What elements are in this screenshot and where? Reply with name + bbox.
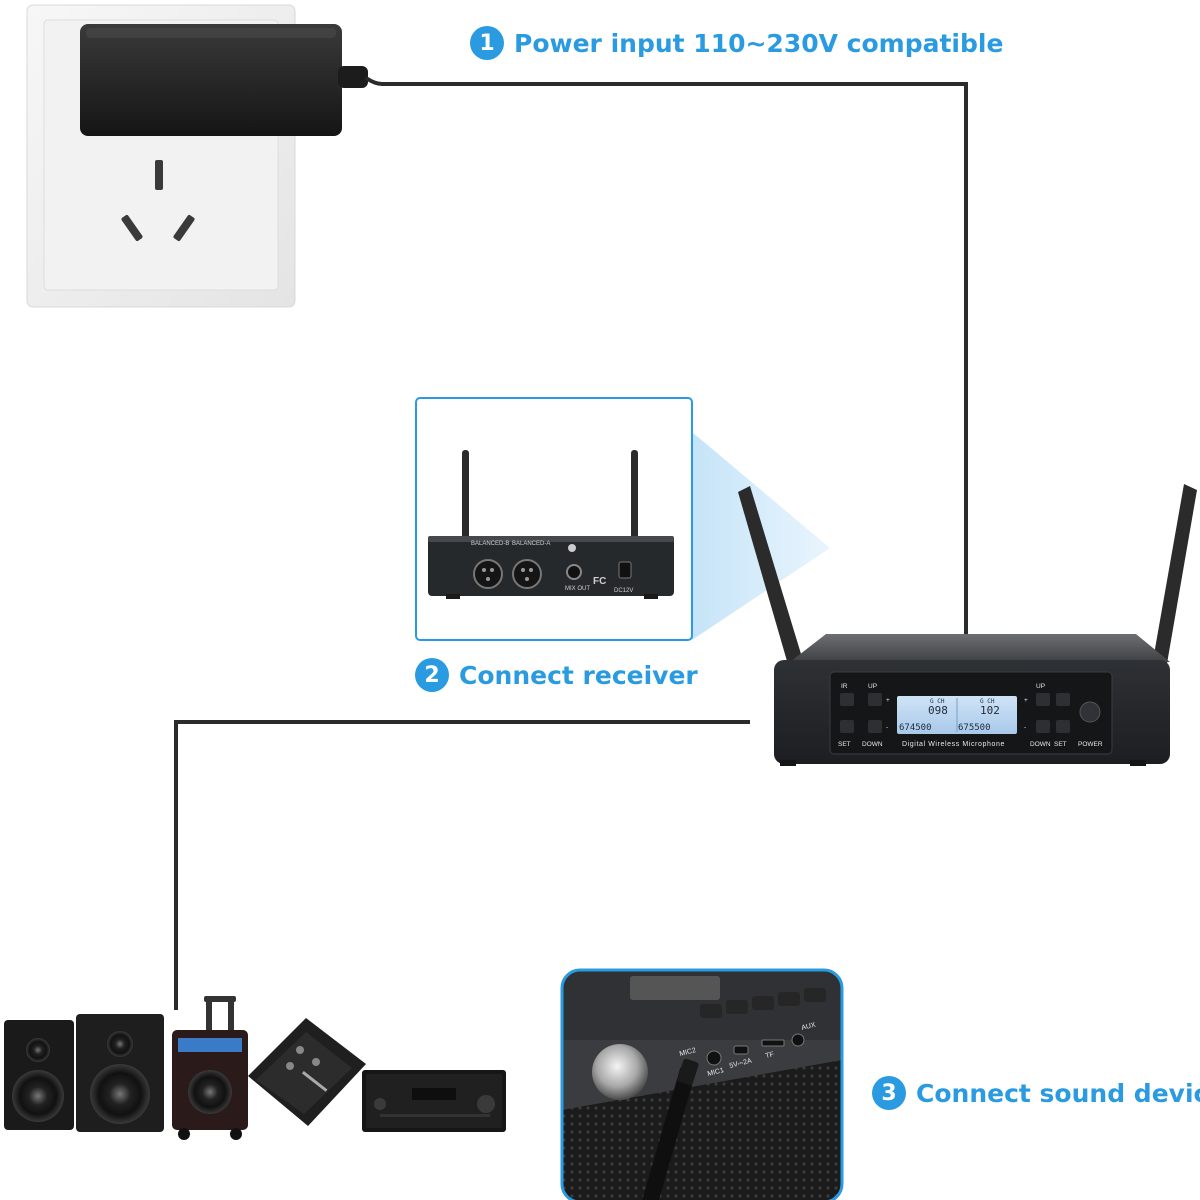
right-set-label: SET bbox=[1054, 741, 1067, 748]
power-adapter bbox=[80, 24, 368, 136]
speaker-left-icon bbox=[4, 1020, 74, 1130]
left-up-label: UP bbox=[868, 683, 877, 690]
mic2-label: MIC2 bbox=[679, 1047, 697, 1058]
balanced-b-label: BALANCED-B bbox=[471, 541, 509, 547]
fc-mark: FC bbox=[593, 576, 606, 587]
av-receiver-icon bbox=[362, 1070, 506, 1132]
audio-cable bbox=[174, 720, 750, 1010]
right-down-label: DOWN bbox=[1030, 741, 1051, 748]
socket-hole-left bbox=[121, 215, 143, 241]
lcd-left-frequency: 674500 bbox=[899, 723, 932, 733]
mic1-label: MIC1 bbox=[707, 1067, 725, 1078]
lcd-left-ch-tag: G CH bbox=[930, 698, 945, 705]
speaker-right-icon bbox=[76, 1014, 164, 1132]
left-set-label: SET bbox=[838, 741, 851, 748]
left-plus-label: + bbox=[886, 697, 890, 704]
wireless-receiver: G CH G CH 098 102 674500 675500 IR UP + … bbox=[738, 484, 1197, 766]
brand-line: Digital Wireless Microphone bbox=[902, 741, 1005, 748]
sound-device-inset: MIC2 MIC1 5V⎓2A TF AUX bbox=[560, 968, 844, 1200]
right-minus-label: - bbox=[1024, 724, 1026, 731]
lcd-right-channel: 102 bbox=[980, 704, 1000, 717]
dc-in-label: DC12V bbox=[614, 588, 633, 594]
step-3-label: 3 Connect sound device bbox=[872, 1076, 1200, 1110]
right-plus-label: + bbox=[1024, 697, 1028, 704]
step-2-label: 2 Connect receiver bbox=[415, 658, 698, 692]
socket-hole-top bbox=[155, 160, 163, 190]
mix-out-label: MIX OUT bbox=[565, 586, 590, 592]
plug-cable bbox=[642, 1067, 696, 1200]
step-3-text: Connect sound device bbox=[916, 1078, 1200, 1108]
step-2-text: Connect receiver bbox=[459, 660, 698, 690]
power-cable bbox=[364, 76, 968, 636]
balanced-a-label: BALANCED-A bbox=[512, 541, 550, 547]
lcd-right-ch-tag: G CH bbox=[980, 698, 995, 705]
ir-label: IR bbox=[841, 683, 848, 690]
lcd-right-frequency: 675500 bbox=[958, 723, 991, 733]
left-down-label: DOWN bbox=[862, 741, 883, 748]
volume-knob-icon bbox=[592, 1044, 648, 1100]
step-1-number: 1 bbox=[470, 26, 504, 60]
step-1-text: Power input 110~230V compatible bbox=[514, 28, 1004, 58]
step-1-label: 1 Power input 110~230V compatible bbox=[470, 26, 1003, 60]
trolley-speaker-icon bbox=[172, 996, 248, 1140]
sound-devices bbox=[4, 996, 506, 1140]
receiver-back-inset: BALANCED-B BALANCED-A MIX OUT FC DC12V bbox=[415, 397, 693, 641]
power-button bbox=[1079, 701, 1101, 723]
step-2-number: 2 bbox=[415, 658, 449, 692]
socket-hole-right bbox=[173, 215, 195, 241]
tf-label: TF bbox=[765, 1051, 775, 1060]
left-minus-label: - bbox=[886, 724, 888, 731]
power-label: POWER bbox=[1078, 741, 1103, 748]
step-3-number: 3 bbox=[872, 1076, 906, 1110]
right-up-label: UP bbox=[1036, 683, 1045, 690]
dj-mixer-icon bbox=[248, 1018, 366, 1126]
lcd-left-channel: 098 bbox=[928, 704, 948, 717]
aux-label: AUX bbox=[801, 1022, 817, 1032]
